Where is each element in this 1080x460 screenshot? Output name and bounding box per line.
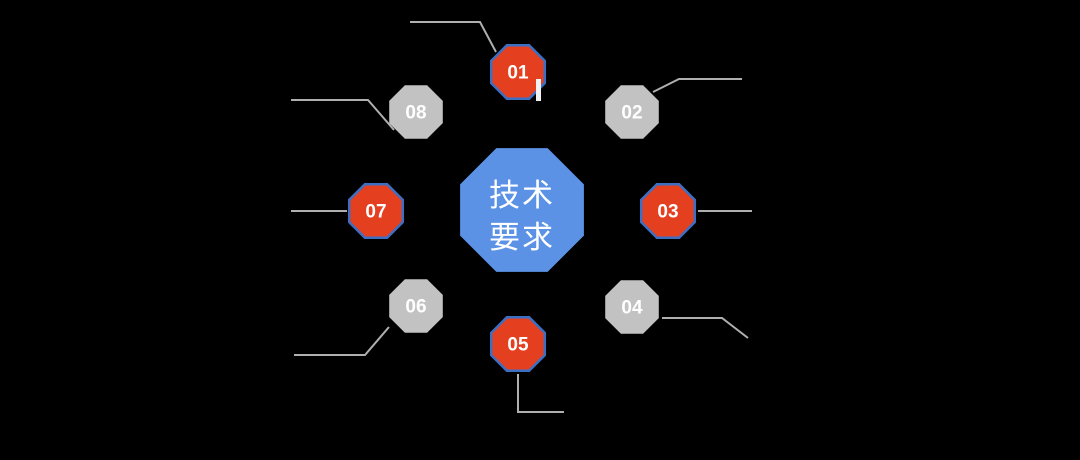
hub-layer: 技术要求 — [460, 148, 584, 272]
node-05[interactable]: 05 — [489, 315, 547, 373]
node-shape-01[interactable] — [489, 43, 547, 101]
node-02[interactable]: 02 — [605, 85, 659, 139]
connector-line-04 — [662, 317, 749, 339]
connector-line-05 — [517, 374, 564, 413]
node-label-06: 06 — [405, 297, 426, 318]
node-shape-02[interactable] — [605, 85, 659, 139]
hub-label: 技术要求 — [489, 178, 555, 255]
node-03[interactable]: 03 — [639, 182, 697, 240]
white-sliver-artifact — [536, 79, 541, 101]
node-07[interactable]: 07 — [347, 182, 405, 240]
node-label-08: 08 — [405, 103, 426, 124]
connector-line-06 — [294, 326, 390, 356]
node-label-02: 02 — [621, 103, 642, 124]
node-01[interactable]: 01 — [489, 43, 547, 101]
node-label-01: 01 — [507, 63, 529, 84]
node-04[interactable]: 04 — [605, 280, 659, 334]
node-layer: 01 02 03 04 05 06 07 08 — [347, 43, 697, 373]
connector-line-01 — [410, 21, 497, 53]
node-06[interactable]: 06 — [389, 279, 443, 333]
node-08[interactable]: 08 — [389, 85, 443, 139]
node-shape-08[interactable] — [389, 85, 443, 139]
node-label-03: 03 — [657, 202, 678, 223]
connector-line-08 — [291, 99, 395, 131]
node-label-05: 05 — [507, 335, 529, 356]
connector-line-02 — [652, 78, 742, 93]
node-label-07: 07 — [365, 202, 386, 223]
node-shape-04[interactable] — [605, 280, 659, 334]
node-shape-07[interactable] — [347, 182, 405, 240]
node-shape-05[interactable] — [489, 315, 547, 373]
node-label-04: 04 — [621, 298, 643, 319]
connector-layer — [291, 21, 752, 413]
node-shape-06[interactable] — [389, 279, 443, 333]
hub-octagon[interactable] — [460, 148, 584, 272]
node-shape-03[interactable] — [639, 182, 697, 240]
